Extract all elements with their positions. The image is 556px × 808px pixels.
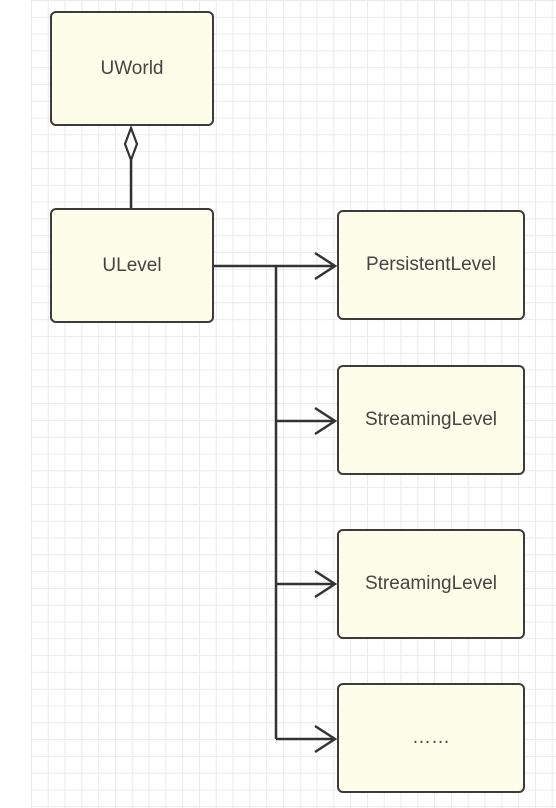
node-ulevel[interactable]: ULevel <box>50 208 214 323</box>
arrowhead-persistent-level-icon <box>314 251 338 281</box>
node-persistent-level[interactable]: PersistentLevel <box>337 210 525 320</box>
arrowhead-streaming-level-2-icon <box>314 569 338 599</box>
aggregation-diamond-icon <box>123 124 139 164</box>
node-more[interactable]: …… <box>337 683 525 793</box>
arrowhead-streaming-level-1-icon <box>314 406 338 436</box>
arrowhead-more-icon <box>314 724 338 754</box>
node-streaming-level-2-label: StreamingLevel <box>364 573 498 594</box>
node-more-label: …… <box>412 727 450 748</box>
node-persistent-level-label: PersistentLevel <box>366 254 496 275</box>
node-streaming-level-1-label: StreamingLevel <box>364 409 498 430</box>
node-streaming-level-1[interactable]: StreamingLevel <box>337 365 525 475</box>
node-uworld[interactable]: UWorld <box>50 11 214 126</box>
node-ulevel-label: ULevel <box>102 254 162 276</box>
node-uworld-label: UWorld <box>100 57 164 79</box>
node-streaming-level-2[interactable]: StreamingLevel <box>337 529 525 639</box>
